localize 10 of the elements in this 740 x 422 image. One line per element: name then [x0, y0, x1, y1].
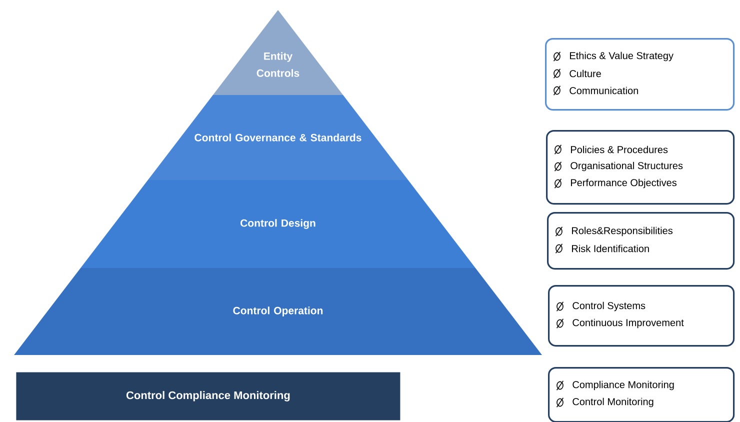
base-bar: Control Compliance Monitoring	[16, 372, 400, 420]
list-box: Ethics & Value Strategy Culture Communication	[545, 38, 735, 111]
list-box: Control Systems Continuous Improvement	[548, 285, 735, 347]
pyramid-tier: Entity Controls	[212, 10, 344, 95]
pyramid-tier: Control Design	[80, 180, 476, 268]
list-box: Policies & Procedures Organisational Structures Performance Objectives	[546, 130, 735, 205]
list-box: Roles&Responsibilities Risk Identification	[547, 212, 735, 270]
pyramid-tier: Control Operation	[14, 268, 542, 355]
pyramid-tier: Control Governance & Standards	[148, 95, 408, 180]
list-box: Compliance Monitoring Control Monitoring	[548, 367, 735, 422]
